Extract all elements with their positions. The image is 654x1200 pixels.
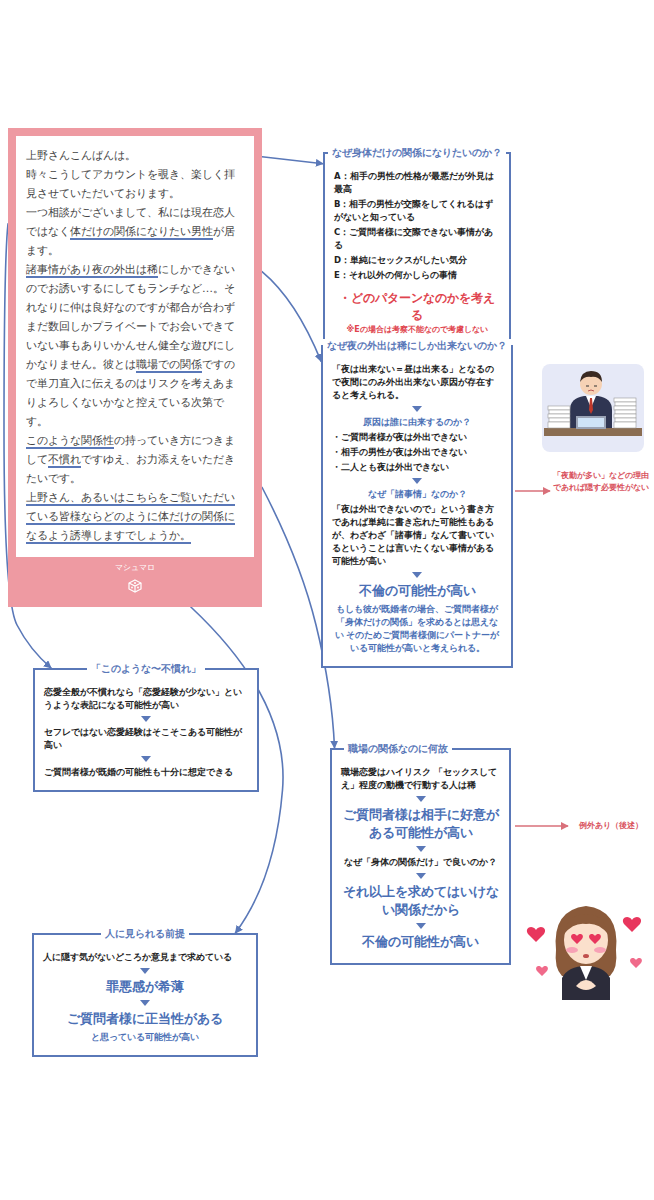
conclusion-text: 罪悪感が希薄: [43, 978, 247, 996]
analysis-box: 職場の関係なのに何故職場恋愛はハイリスク 「セックスしてえ」程度の動機で行動する…: [330, 748, 511, 965]
conclusion-text: ご質問者様に正当性がある: [43, 1010, 247, 1028]
body-text: ・相手の男性が夜は外出できない: [332, 446, 502, 459]
side-note: 例外あり（後述）: [572, 820, 650, 832]
body-text: と思っている可能性が高い: [43, 1031, 247, 1044]
question-text: 上野さんこんばんは。: [26, 149, 136, 162]
underlined-text: 不慣れ: [48, 453, 81, 466]
body-text: 「夜は出来ない＝昼は出来る」となるので夜間にのみ外出出来ない原因が存在すると考え…: [332, 363, 502, 402]
analysis-box: 人に見られる前提人に隠す気がないどころか意見まで求めている罪悪感が希薄ご質問者様…: [32, 933, 258, 1057]
analysis-box: なぜ夜の外出は稀にしか出来ないのか？「夜は出来ない＝昼は出来る」となるので夜間に…: [321, 345, 513, 668]
flow-arrow: [141, 716, 151, 722]
question-text: 時々こうしてアカウントを覗き、楽しく拝見させていただいております。: [26, 168, 235, 200]
body-text: ・どのパターンなのかを考える: [334, 290, 500, 324]
box-heading: 職場の関係なのに何故: [344, 742, 452, 756]
box-heading: 「このような〜不慣れ」: [87, 662, 205, 676]
paragraph: 時々こうしてアカウントを覗き、楽しく拝見させていただいております。: [26, 165, 244, 203]
paragraph: 上野さんこんばんは。: [26, 146, 244, 165]
conclusion-text: ご質問者様は相手に好意がある可能性が高い: [341, 806, 500, 842]
flow-arrow: [140, 1000, 150, 1006]
leader-arrow: [515, 490, 550, 492]
body-text: 原因は誰に由来するのか？: [332, 416, 502, 429]
paragraph: このような関係性の持っていき方につきまして不慣れですゆえ、お力添えをいただきたい…: [26, 431, 244, 488]
underlined-text: 体だけの関係になりたい男性: [70, 225, 213, 238]
flow-arrow: [412, 572, 422, 578]
flow-arrow: [140, 968, 150, 974]
leader-arrow: [515, 825, 568, 827]
body-text: C：ご質問者様に交際できない事情がある: [334, 226, 500, 252]
underlined-text: このような関係性: [26, 434, 114, 447]
body-text: D：単純にセックスがしたい気分: [334, 254, 500, 267]
body-text: なぜ「身体の関係だけ」で良いのか？: [341, 856, 500, 869]
box-heading: 人に見られる前提: [101, 927, 189, 941]
body-text: もしも彼が既婚者の場合、ご質問者様が「身体だけの関係」を求めるとは思えない その…: [332, 603, 502, 655]
question-card: 上野さんこんばんは。時々こうしてアカウントを覗き、楽しく拝見させていただいており…: [8, 128, 262, 607]
body-text: 恋愛全般が不慣れなら「恋愛経験が少ない」というような表記になる可能性が高い: [44, 686, 248, 712]
body-text: 職場恋愛はハイリスク 「セックスしてえ」程度の動機で行動する人は稀: [341, 766, 500, 792]
body-text: B：相手の男性が交際をしてくれるはずがないと知っている: [334, 198, 500, 224]
body-text: ・ご質問者様が夜は外出できない: [332, 431, 502, 444]
flow-arrow: [416, 873, 426, 879]
side-note: 「夜勤が多い」などの理由であれば隠す必要性がない: [553, 470, 649, 494]
paragraph: 一つ相談がございまして、私には現在恋人ではなく体だけの関係になりたい男性が居ます…: [26, 203, 244, 260]
body-text: A：相手の男性の性格が最悪だが外見は最高: [334, 170, 500, 196]
flow-arrow: [141, 756, 151, 762]
body-text: なぜ「諸事情」なのか？: [332, 488, 502, 501]
conclusion-text: 不倫の可能性が高い: [341, 933, 500, 951]
conclusion-text: それ以上を求めてはいけない関係だから: [341, 883, 500, 919]
source-footer: マシュマロ: [16, 557, 254, 579]
flow-arrow: [416, 923, 426, 929]
body-text: 人に隠す気がないどころか意見まで求めている: [43, 951, 247, 964]
flow-arrow: [416, 796, 426, 802]
flow-arrow: [412, 406, 422, 412]
body-text: E：それ以外の何かしらの事情: [334, 269, 500, 282]
flow-arrow: [416, 846, 426, 852]
flow-connector: [262, 272, 321, 361]
body-text: ※Eの場合は考察不能なので考慮しない: [334, 324, 500, 336]
underlined-text: 職場での関係: [136, 358, 202, 371]
analysis-box: なぜ身体だけの関係になりたいのか？A：相手の男性の性格が最悪だが外見は最高B：相…: [323, 152, 511, 347]
flow-arrow: [412, 478, 422, 484]
body-text: ・二人とも夜は外出できない: [332, 461, 502, 474]
question-text: にしかできないのでお誘いするにしてもランチなど…。それなりに仲は良好なのですが都…: [26, 263, 235, 371]
box-heading: なぜ夜の外出は稀にしか出来ないのか？: [323, 339, 511, 353]
body-text: 「夜は外出できないので」という書き方であれば単純に書き忘れた可能性もあるが、わざ…: [332, 503, 502, 568]
conclusion-text: 不倫の可能性が高い: [332, 582, 502, 600]
box-heading: なぜ身体だけの関係になりたいのか？: [328, 146, 506, 160]
paragraph: 上野さん、あるいはこちらをご覧いただいている皆様ならどのように体だけの関係になる…: [26, 488, 244, 545]
paragraph: 諸事情があり夜の外出は稀にしかできないのでお誘いするにしてもランチなど…。それな…: [26, 260, 244, 431]
underlined-text: 諸事情があり夜の外出は稀: [26, 263, 158, 276]
flow-connector: [262, 157, 323, 164]
analysis-box: 「このような〜不慣れ」恋愛全般が不慣れなら「恋愛経験が少ない」というような表記に…: [33, 668, 259, 792]
marshmallow-icon: [128, 579, 142, 593]
body-text: ご質問者様が既婚の可能性も十分に想定できる: [44, 766, 248, 779]
girl-in-love-illustration: [522, 890, 650, 1000]
underlined-text: 上野さん、あるいはこちらをご覧いただいている皆様ならどのように体だけの関係になる…: [26, 491, 235, 542]
office-worker-illustration: [540, 362, 646, 454]
source-footer-band: [16, 579, 254, 599]
body-text: セフレではない恋愛経験はそこそこある可能性が高い: [44, 726, 248, 752]
